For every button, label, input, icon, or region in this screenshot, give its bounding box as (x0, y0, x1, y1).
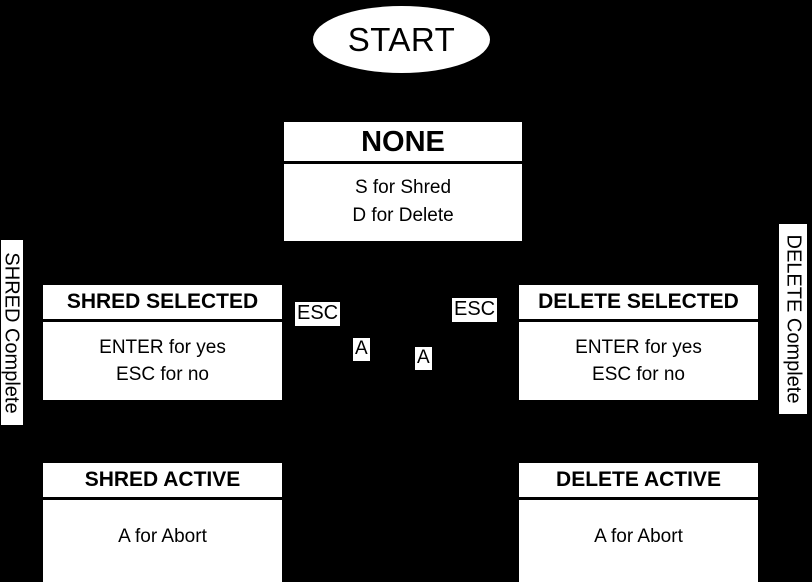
state-node-none[interactable]: NONE S for Shred D for Delete (284, 122, 522, 241)
transition-label-esc-delete: ESC (452, 298, 498, 322)
state-node-start[interactable]: START (313, 6, 490, 73)
state-node-shred-active[interactable]: SHRED ACTIVE A for Abort (43, 463, 282, 582)
transition-label-esc-shred: ESC (295, 302, 341, 326)
state-node-delete-selected-line-1: ENTER for yes (575, 336, 702, 358)
state-node-shred-active-body: A for Abort (43, 500, 282, 582)
transition-label-delete-complete: DELETE Complete (779, 224, 807, 414)
state-node-shred-selected-line-1: ENTER for yes (99, 336, 226, 358)
state-node-shred-selected-line-2: ESC for no (116, 364, 209, 386)
state-node-delete-selected-body: ENTER for yes ESC for no (519, 322, 758, 400)
state-node-shred-selected-title: SHRED SELECTED (43, 285, 282, 322)
state-node-shred-selected[interactable]: SHRED SELECTED ENTER for yes ESC for no (43, 285, 282, 400)
state-node-delete-selected-title: DELETE SELECTED (519, 285, 758, 322)
state-node-none-line-1: S for Shred (354, 177, 452, 199)
state-node-delete-active[interactable]: DELETE ACTIVE A for Abort (519, 463, 758, 582)
state-node-shred-active-line-1: A for Abort (118, 525, 207, 547)
state-node-shred-active-title: SHRED ACTIVE (43, 463, 282, 500)
transition-label-delete-complete-text: DELETE Complete (782, 234, 804, 404)
state-node-shred-selected-body: ENTER for yes ESC for no (43, 322, 282, 400)
transition-label-shred-complete-text: SHRED Complete (1, 251, 24, 414)
state-node-none-title: NONE (284, 122, 522, 165)
transition-label-shred-complete: SHRED Complete (1, 240, 23, 425)
state-node-none-line-2: D for Delete (352, 204, 454, 226)
transition-label-abort-delete: A (415, 347, 432, 370)
state-node-none-body: S for Shred D for Delete (284, 164, 522, 241)
state-node-delete-active-title: DELETE ACTIVE (519, 463, 758, 500)
state-node-delete-selected[interactable]: DELETE SELECTED ENTER for yes ESC for no (519, 285, 758, 400)
state-node-delete-active-line-1: A for Abort (594, 525, 683, 547)
state-node-start-label: START (347, 21, 456, 58)
transition-label-abort-shred: A (353, 338, 370, 361)
state-node-delete-active-body: A for Abort (519, 500, 758, 582)
state-node-delete-selected-line-2: ESC for no (592, 364, 685, 386)
